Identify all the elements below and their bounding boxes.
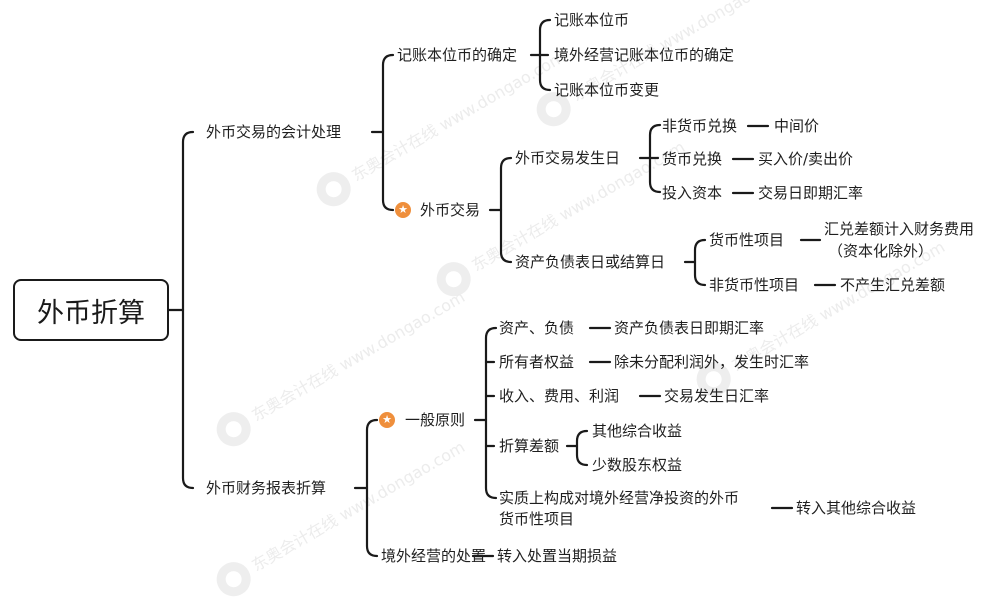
star-icon: ★ <box>395 202 411 218</box>
result-exchange-difference-finance-expense: 汇兑差额计入财务费用 <box>824 220 975 238</box>
node-currency-exchange[interactable]: 货币兑换 <box>662 150 723 168</box>
root-node[interactable]: 外币折算 <box>13 279 169 341</box>
node-net-investment-monetary-item-line2[interactable]: 货币性项目 <box>499 510 575 528</box>
node-minority-interest[interactable]: 少数股东权益 <box>592 456 683 474</box>
result-middle-rate: 中间价 <box>774 117 820 135</box>
node-income-expense-profit[interactable]: 收入、费用、利润 <box>499 387 620 405</box>
result-buy-sell-rate: 买入价/卖出价 <box>758 150 854 168</box>
node-foreign-currency-transaction-accounting[interactable]: 外币交易的会计处理 <box>206 123 342 141</box>
node-other-comprehensive-income[interactable]: 其他综合收益 <box>592 422 683 440</box>
result-spot-rate-transaction-date: 交易日即期汇率 <box>758 184 864 202</box>
node-assets-liabilities[interactable]: 资产、负债 <box>499 319 575 337</box>
root-label: 外币折算 <box>37 297 145 329</box>
result-transfer-to-oci: 转入其他综合收益 <box>796 499 917 517</box>
result-balance-sheet-spot-rate: 资产负债表日即期汇率 <box>614 319 765 337</box>
node-balance-sheet-or-settlement-date[interactable]: 资产负债表日或结算日 <box>515 253 666 271</box>
node-monetary-items[interactable]: 货币性项目 <box>709 231 785 249</box>
node-non-currency-exchange[interactable]: 非货币兑换 <box>662 117 738 135</box>
node-functional-currency[interactable]: 记账本位币 <box>554 11 630 29</box>
node-general-principles[interactable]: 一般原则 <box>405 411 466 429</box>
node-overseas-functional-currency[interactable]: 境外经营记账本位币的确定 <box>554 46 735 64</box>
node-overseas-operation-disposal[interactable]: 境外经营的处置 <box>381 547 487 565</box>
star-icon: ★ <box>379 412 395 428</box>
result-transfer-to-current-pl: 转入处置当期损益 <box>497 547 618 565</box>
node-foreign-currency-transaction[interactable]: 外币交易 <box>420 201 481 219</box>
node-foreign-financial-statement-translation[interactable]: 外币财务报表折算 <box>206 479 327 497</box>
connector-lines <box>167 18 837 558</box>
node-capital-contribution[interactable]: 投入资本 <box>662 184 723 202</box>
result-historical-rate: 除未分配利润外，发生时汇率 <box>614 353 810 371</box>
result-no-exchange-difference: 不产生汇兑差额 <box>840 276 946 294</box>
node-functional-currency-change[interactable]: 记账本位币变更 <box>554 81 660 99</box>
node-owners-equity[interactable]: 所有者权益 <box>499 353 575 371</box>
result-transaction-date-rate: 交易发生日汇率 <box>664 387 770 405</box>
node-translation-difference[interactable]: 折算差额 <box>499 437 560 455</box>
result-note-capitalization-excluded: （资本化除外） <box>828 242 934 260</box>
node-functional-currency-determination[interactable]: 记账本位币的确定 <box>397 46 518 64</box>
node-non-monetary-items[interactable]: 非货币性项目 <box>709 276 800 294</box>
node-net-investment-monetary-item-line1[interactable]: 实质上构成对境外经营净投资的外币 <box>499 489 740 507</box>
node-transaction-date[interactable]: 外币交易发生日 <box>515 149 621 167</box>
